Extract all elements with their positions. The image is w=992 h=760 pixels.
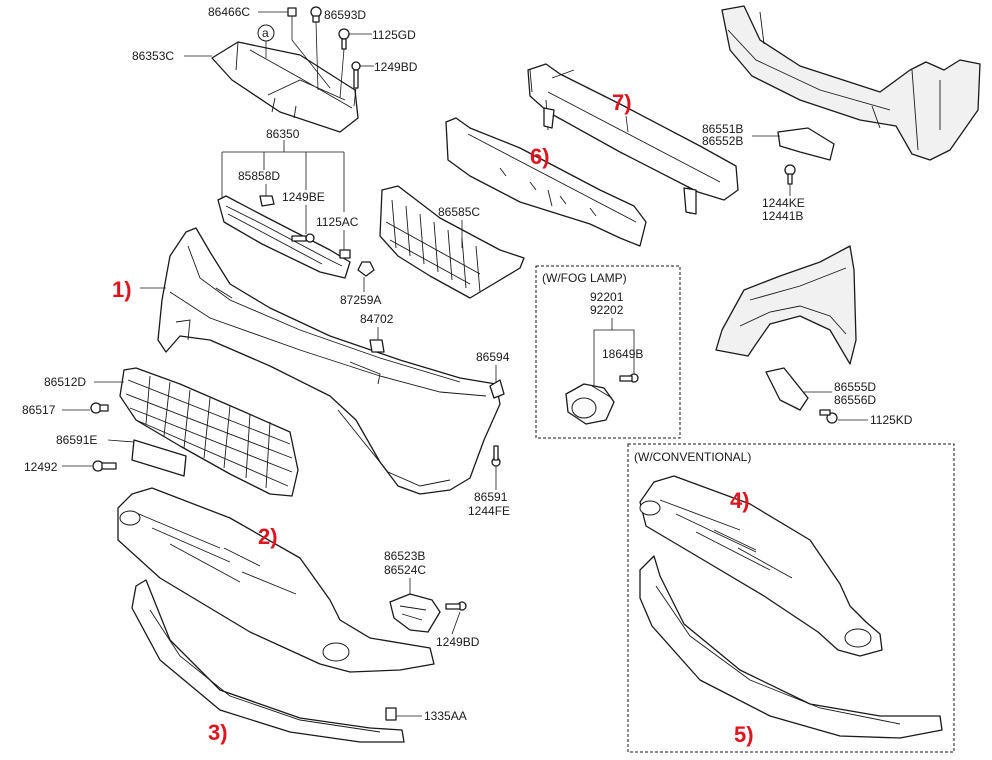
clip-86517[interactable] xyxy=(90,402,109,414)
conventional-group-box xyxy=(627,443,955,753)
callout-6: 6) xyxy=(530,144,550,169)
lower-skid-plate-2[interactable] xyxy=(117,487,435,673)
label-92201: 92201 xyxy=(590,290,624,304)
fog-lamp-bracket-86523B[interactable] xyxy=(389,593,441,633)
screw-1249BD-bottom[interactable] xyxy=(445,601,467,611)
label-86591: 86591 xyxy=(474,490,508,504)
callout-1: 1) xyxy=(112,277,132,302)
label-92202: 92202 xyxy=(590,303,624,317)
label-1244KE: 1244KE xyxy=(762,196,805,210)
label-86585C: 86585C xyxy=(438,205,480,219)
label-86555D: 86555D xyxy=(834,380,876,394)
grille-bracket-86585C[interactable] xyxy=(379,185,525,299)
label-86551B: 86551B xyxy=(702,122,743,136)
label-86593D: 86593D xyxy=(324,8,366,22)
label-86524C: 86524C xyxy=(384,563,426,577)
label-1125GD: 1125GD xyxy=(372,28,416,42)
label-1249BD-top: 1249BD xyxy=(374,60,418,74)
back-beam-7[interactable] xyxy=(527,63,739,215)
label-86594: 86594 xyxy=(476,350,510,364)
plate-86591E[interactable] xyxy=(131,439,187,477)
label-1249BE: 1249BE xyxy=(282,190,325,204)
label-12492: 12492 xyxy=(24,460,58,474)
label-86517: 86517 xyxy=(22,403,56,417)
energy-absorber-6[interactable] xyxy=(445,117,647,247)
fog-lamp-group-box xyxy=(535,265,681,439)
label-1244FE: 1244FE xyxy=(468,504,510,518)
bolt-1125GD[interactable] xyxy=(338,28,350,50)
bracket-85858D[interactable] xyxy=(259,195,275,207)
nut-87259A[interactable] xyxy=(357,261,375,277)
bolt-1249BD-top[interactable] xyxy=(351,61,361,89)
lower-skid-plate-4[interactable] xyxy=(639,475,883,657)
label-87259A: 87259A xyxy=(340,293,381,307)
clip-1125AC[interactable] xyxy=(339,249,351,259)
label-86353C: 86353C xyxy=(132,49,174,63)
callout-3: 3) xyxy=(208,720,228,745)
label-86350: 86350 xyxy=(266,127,300,141)
screw-1249BE[interactable] xyxy=(291,233,315,243)
screw-12492[interactable] xyxy=(92,460,117,472)
clip-86466C[interactable] xyxy=(287,7,297,17)
lower-grille-86512D[interactable] xyxy=(119,367,299,497)
label-18649B: 18649B xyxy=(602,347,643,361)
fog-lamp-clip-18649B[interactable] xyxy=(619,373,639,383)
callout-2: 2) xyxy=(258,524,278,549)
label-86556D: 86556D xyxy=(834,393,876,407)
fog-lamp-group-title: (W/FOG LAMP) xyxy=(542,271,627,285)
upper-cover-panel[interactable] xyxy=(211,41,359,133)
label-86552B: 86552B xyxy=(702,134,743,148)
label-84702: 84702 xyxy=(360,312,394,326)
label-1249BD-bottom: 1249BD xyxy=(436,635,480,649)
callout-4: 4) xyxy=(730,488,750,513)
callout-7: 7) xyxy=(612,90,632,115)
front-fender xyxy=(715,245,857,365)
label-1335AA: 1335AA xyxy=(424,709,467,723)
conventional-group-title: (W/CONVENTIONAL) xyxy=(634,450,751,464)
bolt-1244KE[interactable] xyxy=(784,164,796,185)
label-86523B: 86523B xyxy=(384,549,425,563)
label-86466C: 86466C xyxy=(208,5,250,19)
upper-grille-frame[interactable] xyxy=(217,195,351,279)
label-86591E: 86591E xyxy=(56,433,97,447)
label-1125AC: 1125AC xyxy=(316,215,359,229)
label-12441B: 12441B xyxy=(762,209,803,223)
callout-5: 5) xyxy=(734,722,754,747)
bracket-86551B[interactable] xyxy=(777,127,835,161)
marker-a: a xyxy=(262,26,269,40)
lower-lip-strip-5[interactable] xyxy=(639,555,943,739)
bracket-86594[interactable] xyxy=(489,379,505,399)
clip-86593D[interactable] xyxy=(310,6,322,23)
label-86512D: 86512D xyxy=(44,375,86,389)
label-85858D: 85858D xyxy=(238,169,280,183)
radiator-support-frame xyxy=(721,5,981,161)
front-bumper-cover-1[interactable] xyxy=(157,227,501,495)
fender-bracket-86555D[interactable] xyxy=(765,367,809,411)
clip-1335AA[interactable] xyxy=(385,707,397,721)
screw-1125KD[interactable] xyxy=(819,409,838,424)
bracket-84702[interactable] xyxy=(369,339,385,353)
label-1125KD: 1125KD xyxy=(870,413,913,427)
screw-86591[interactable] xyxy=(491,445,501,467)
fog-lamp-assembly[interactable] xyxy=(565,383,615,425)
lower-lip-strip-3[interactable] xyxy=(131,579,405,743)
